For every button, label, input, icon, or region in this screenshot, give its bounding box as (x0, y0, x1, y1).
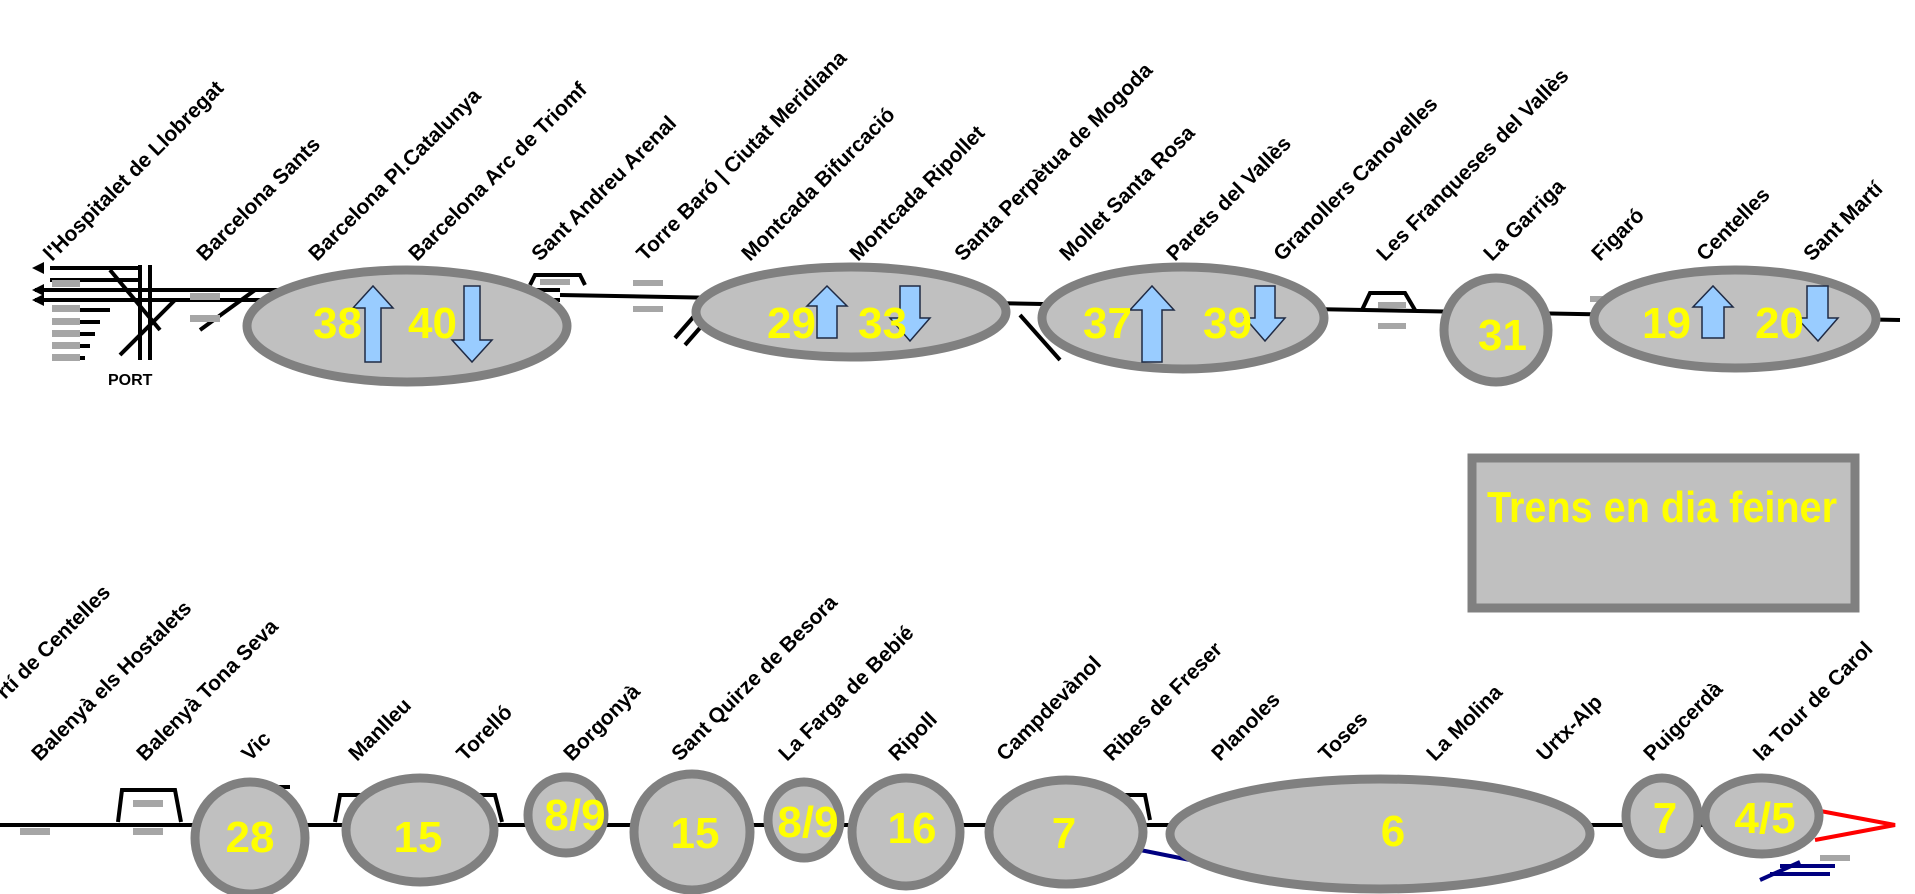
down-arrow-icon (1243, 285, 1287, 343)
station-label: La Molina (1422, 681, 1507, 766)
station-label: Torre Baró | Ciutat Meridiana (632, 46, 851, 265)
station-label: Figaró (1587, 204, 1649, 266)
station-label: Santa Perpètua de Mogoda (950, 58, 1157, 265)
station-label: Urtx-Alp (1532, 691, 1607, 766)
station-label: Borgonyà (559, 680, 645, 766)
station-labels-top: l'Hospitalet de Llobregat Barcelona Sant… (39, 46, 1888, 265)
station-label: Barcelona Pl.Catalunya (304, 84, 486, 266)
count: 7 (1052, 809, 1076, 858)
count-up: 37 (1083, 299, 1132, 348)
train-counts-bottom: 28 15 8/9 15 8/9 16 7 6 7 4/5 (226, 791, 1796, 862)
legend-title: Trens en dia feiner (1487, 483, 1837, 532)
station-label: Granollers Canovelles (1269, 92, 1442, 265)
count: 4/5 (1734, 794, 1795, 843)
count-up: 29 (767, 299, 816, 348)
port-label: PORT (108, 372, 153, 389)
down-arrow-icon (1795, 285, 1840, 343)
count-up: 38 (313, 299, 362, 348)
count: 7 (1653, 794, 1677, 843)
up-arrow-icon (1691, 284, 1735, 339)
train-counts-top: 38 40 29 33 37 39 31 19 20 (313, 299, 1804, 360)
count-up: 19 (1642, 299, 1691, 348)
station-label: l'Hospitalet de Llobregat (39, 77, 228, 266)
up-arrow-icon (805, 284, 849, 339)
station-label: La Garriga (1479, 175, 1570, 266)
station-label: Puigcerdà (1639, 677, 1727, 765)
count: 31 (1478, 311, 1527, 360)
terminal-tracks-icon (32, 262, 220, 361)
count: 6 (1381, 807, 1405, 856)
count: 28 (226, 813, 275, 862)
up-arrow-icon (1128, 284, 1176, 363)
count-down: 40 (408, 299, 457, 348)
count: 16 (888, 804, 937, 853)
top-bubbles (242, 262, 1881, 387)
count: 15 (671, 809, 720, 858)
station-label: Torelló (452, 701, 517, 766)
count-down: 20 (1755, 299, 1804, 348)
station-label: Manlleu (344, 694, 416, 766)
count: 15 (394, 813, 443, 862)
station-label: Campdevànol (992, 652, 1106, 766)
station-label: Ripoll (884, 708, 942, 766)
direction-arrows-top (351, 284, 1840, 364)
station-label: Sant Martí (1799, 177, 1888, 266)
legend-box: Trens en dia feiner (1467, 453, 1860, 613)
station-label: Les Franqueses del Vallès (1372, 64, 1573, 265)
station-label: Ribes de Freser (1099, 638, 1227, 766)
up-arrow-icon (351, 284, 395, 363)
station-label: Vic (237, 727, 276, 766)
station-label: la Tour de Carol (1749, 637, 1877, 765)
down-arrow-icon (450, 285, 494, 364)
count: 8/9 (777, 798, 838, 847)
count: 8/9 (544, 791, 605, 840)
bottom-bubbles (190, 769, 1824, 894)
count-down: 39 (1203, 299, 1252, 348)
station-label: Barcelona Sants (192, 133, 325, 266)
station-label: Centelles (1692, 183, 1774, 265)
station-buildings-top (528, 273, 1604, 329)
count-down: 33 (858, 299, 907, 348)
station-label: Toses (1314, 707, 1372, 765)
station-label: Planoles (1207, 688, 1284, 765)
down-arrow-icon (888, 285, 932, 343)
